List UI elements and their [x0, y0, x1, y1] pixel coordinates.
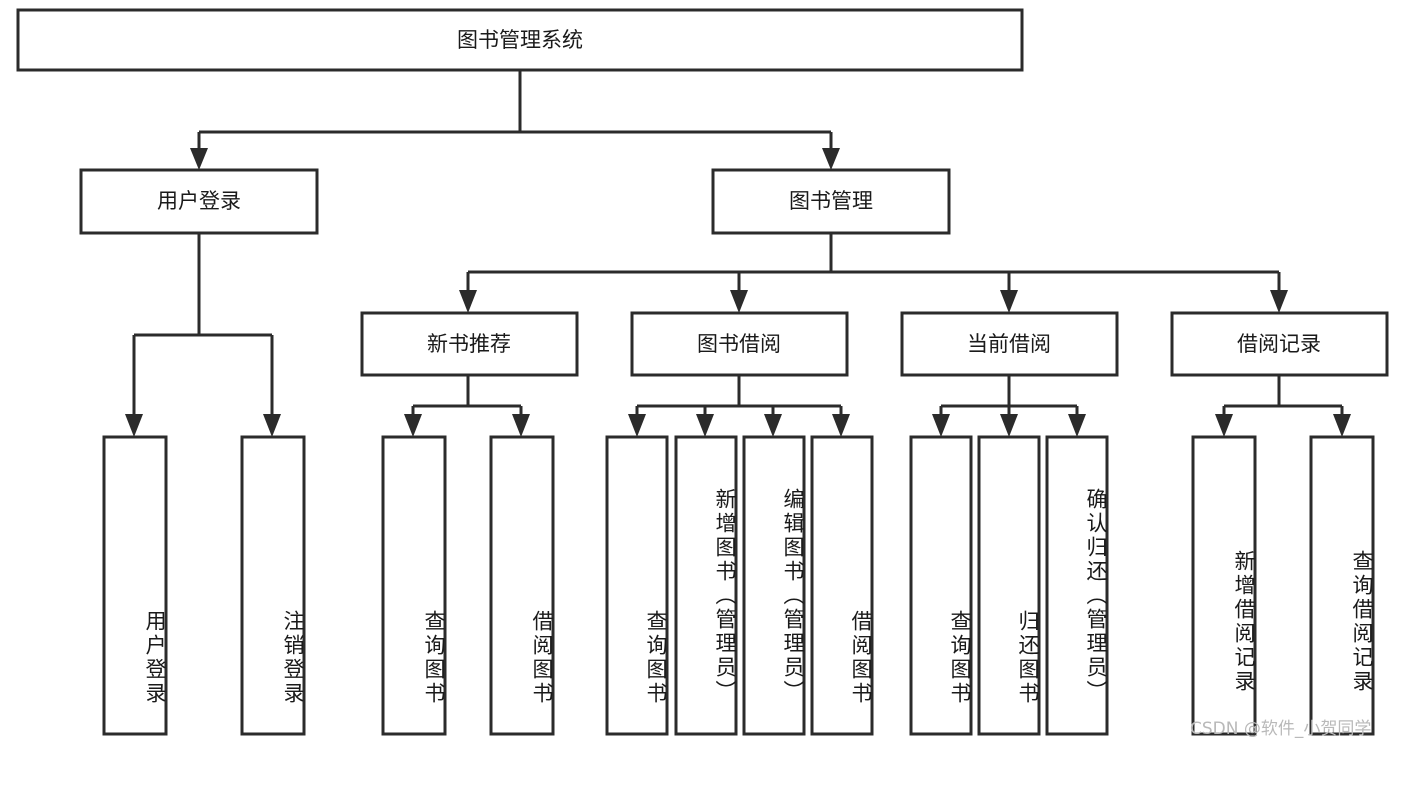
arrow-head-newbook-child-1 [404, 414, 422, 437]
leaf-box-newbook-query[interactable] [381, 435, 447, 736]
node-current-borrow[interactable]: 当前借阅 [900, 311, 1119, 377]
node-borrow-record-box[interactable] [1170, 311, 1389, 377]
node-current-borrow-label: 当前借阅 [967, 332, 1051, 356]
arrow-head-bookborrow-child-3 [764, 414, 782, 437]
leaf-box-bookborrow-edit[interactable] [742, 435, 806, 736]
node-current-borrow-box[interactable] [900, 311, 1119, 377]
arrow-head-borrow-record [1270, 290, 1288, 313]
leaf-box-currentborrow-query[interactable] [909, 435, 973, 736]
arrow-head-new-book [459, 290, 477, 313]
leaf-box-borrowrecord-query[interactable] [1309, 435, 1375, 736]
diagram-canvas: 图书管理系统 用户登录 图书管理 新书推荐 图书借阅 当前借阅 借阅记录 [16, 8, 1389, 736]
node-user-login-box[interactable] [79, 168, 319, 235]
csdn-watermark: CSDN @软件_小贺同学 [1190, 719, 1372, 739]
arrow-head-book-borrow [730, 290, 748, 313]
node-book-manage-box[interactable] [711, 168, 951, 235]
arrow-head-currentborrow-child-3 [1068, 414, 1086, 437]
node-book-borrow[interactable]: 图书借阅 [630, 311, 849, 377]
node-user-login-label: 用户登录 [157, 189, 241, 213]
leaf-box-borrowrecord-add[interactable] [1191, 435, 1257, 736]
leaf-box-bookborrow-borrow[interactable] [810, 435, 874, 736]
arrow-head-current-borrow [1000, 290, 1018, 313]
connectors-bookmanage-to-level3 [459, 233, 1288, 313]
arrow-head-currentborrow-child-1 [932, 414, 950, 437]
leaf-box-user-login-login[interactable] [102, 435, 168, 736]
connectors-newbook-to-leaves [404, 375, 530, 437]
arrow-head-book-manage [822, 148, 840, 170]
node-new-book-recommend-box[interactable] [360, 311, 579, 377]
node-book-manage-label: 图书管理 [789, 189, 873, 213]
arrow-head-bookborrow-child-1 [628, 414, 646, 437]
node-user-login[interactable]: 用户登录 [79, 168, 319, 235]
arrow-head-bookborrow-child-2 [696, 414, 714, 437]
leaf-box-bookborrow-query[interactable] [605, 435, 669, 736]
arrow-head-newbook-child-2 [512, 414, 530, 437]
leaf-boxes-new-book-recommend [381, 435, 555, 736]
leaf-boxes-current-borrow [909, 435, 1109, 736]
connectors-root-to-level2 [190, 70, 840, 170]
leaf-box-user-login-logout[interactable] [240, 435, 306, 736]
arrow-head-bookborrow-child-4 [832, 414, 850, 437]
leaf-box-currentborrow-return[interactable] [977, 435, 1041, 736]
connectors-currentborrow-to-leaves [932, 375, 1086, 437]
node-root-system[interactable]: 图书管理系统 [16, 8, 1024, 72]
diagram-root: 图书管理系统 用户登录 图书管理 新书推荐 图书借阅 当前借阅 借阅记录 [16, 8, 1389, 739]
node-new-book-recommend-label: 新书推荐 [427, 332, 511, 356]
leaf-box-newbook-borrow[interactable] [489, 435, 555, 736]
node-root-system-box[interactable] [16, 8, 1024, 72]
arrow-head-userlogin-child-1 [125, 414, 143, 437]
arrow-head-borrowrecord-child-2 [1333, 414, 1351, 437]
node-book-borrow-label: 图书借阅 [697, 332, 781, 356]
node-book-borrow-box[interactable] [630, 311, 849, 377]
node-borrow-record[interactable]: 借阅记录 [1170, 311, 1389, 377]
node-borrow-record-label: 借阅记录 [1237, 332, 1321, 356]
connectors-userlogin-to-leaves [125, 233, 281, 437]
arrow-head-userlogin-child-2 [263, 414, 281, 437]
node-book-manage[interactable]: 图书管理 [711, 168, 951, 235]
node-root-system-label: 图书管理系统 [457, 28, 583, 52]
leaf-box-bookborrow-add[interactable] [674, 435, 738, 736]
leaf-boxes-book-borrow [605, 435, 874, 736]
connectors-bookborrow-to-leaves [628, 375, 850, 437]
node-new-book-recommend[interactable]: 新书推荐 [360, 311, 579, 377]
arrow-head-currentborrow-child-2 [1000, 414, 1018, 437]
leaf-box-currentborrow-confirm[interactable] [1045, 435, 1109, 736]
connectors-borrowrecord-to-leaves [1215, 375, 1351, 437]
arrow-head-borrowrecord-child-1 [1215, 414, 1233, 437]
leaf-boxes-borrow-record [1191, 435, 1375, 736]
arrow-head-user-login [190, 148, 208, 170]
leaf-boxes-user-login [102, 435, 306, 736]
